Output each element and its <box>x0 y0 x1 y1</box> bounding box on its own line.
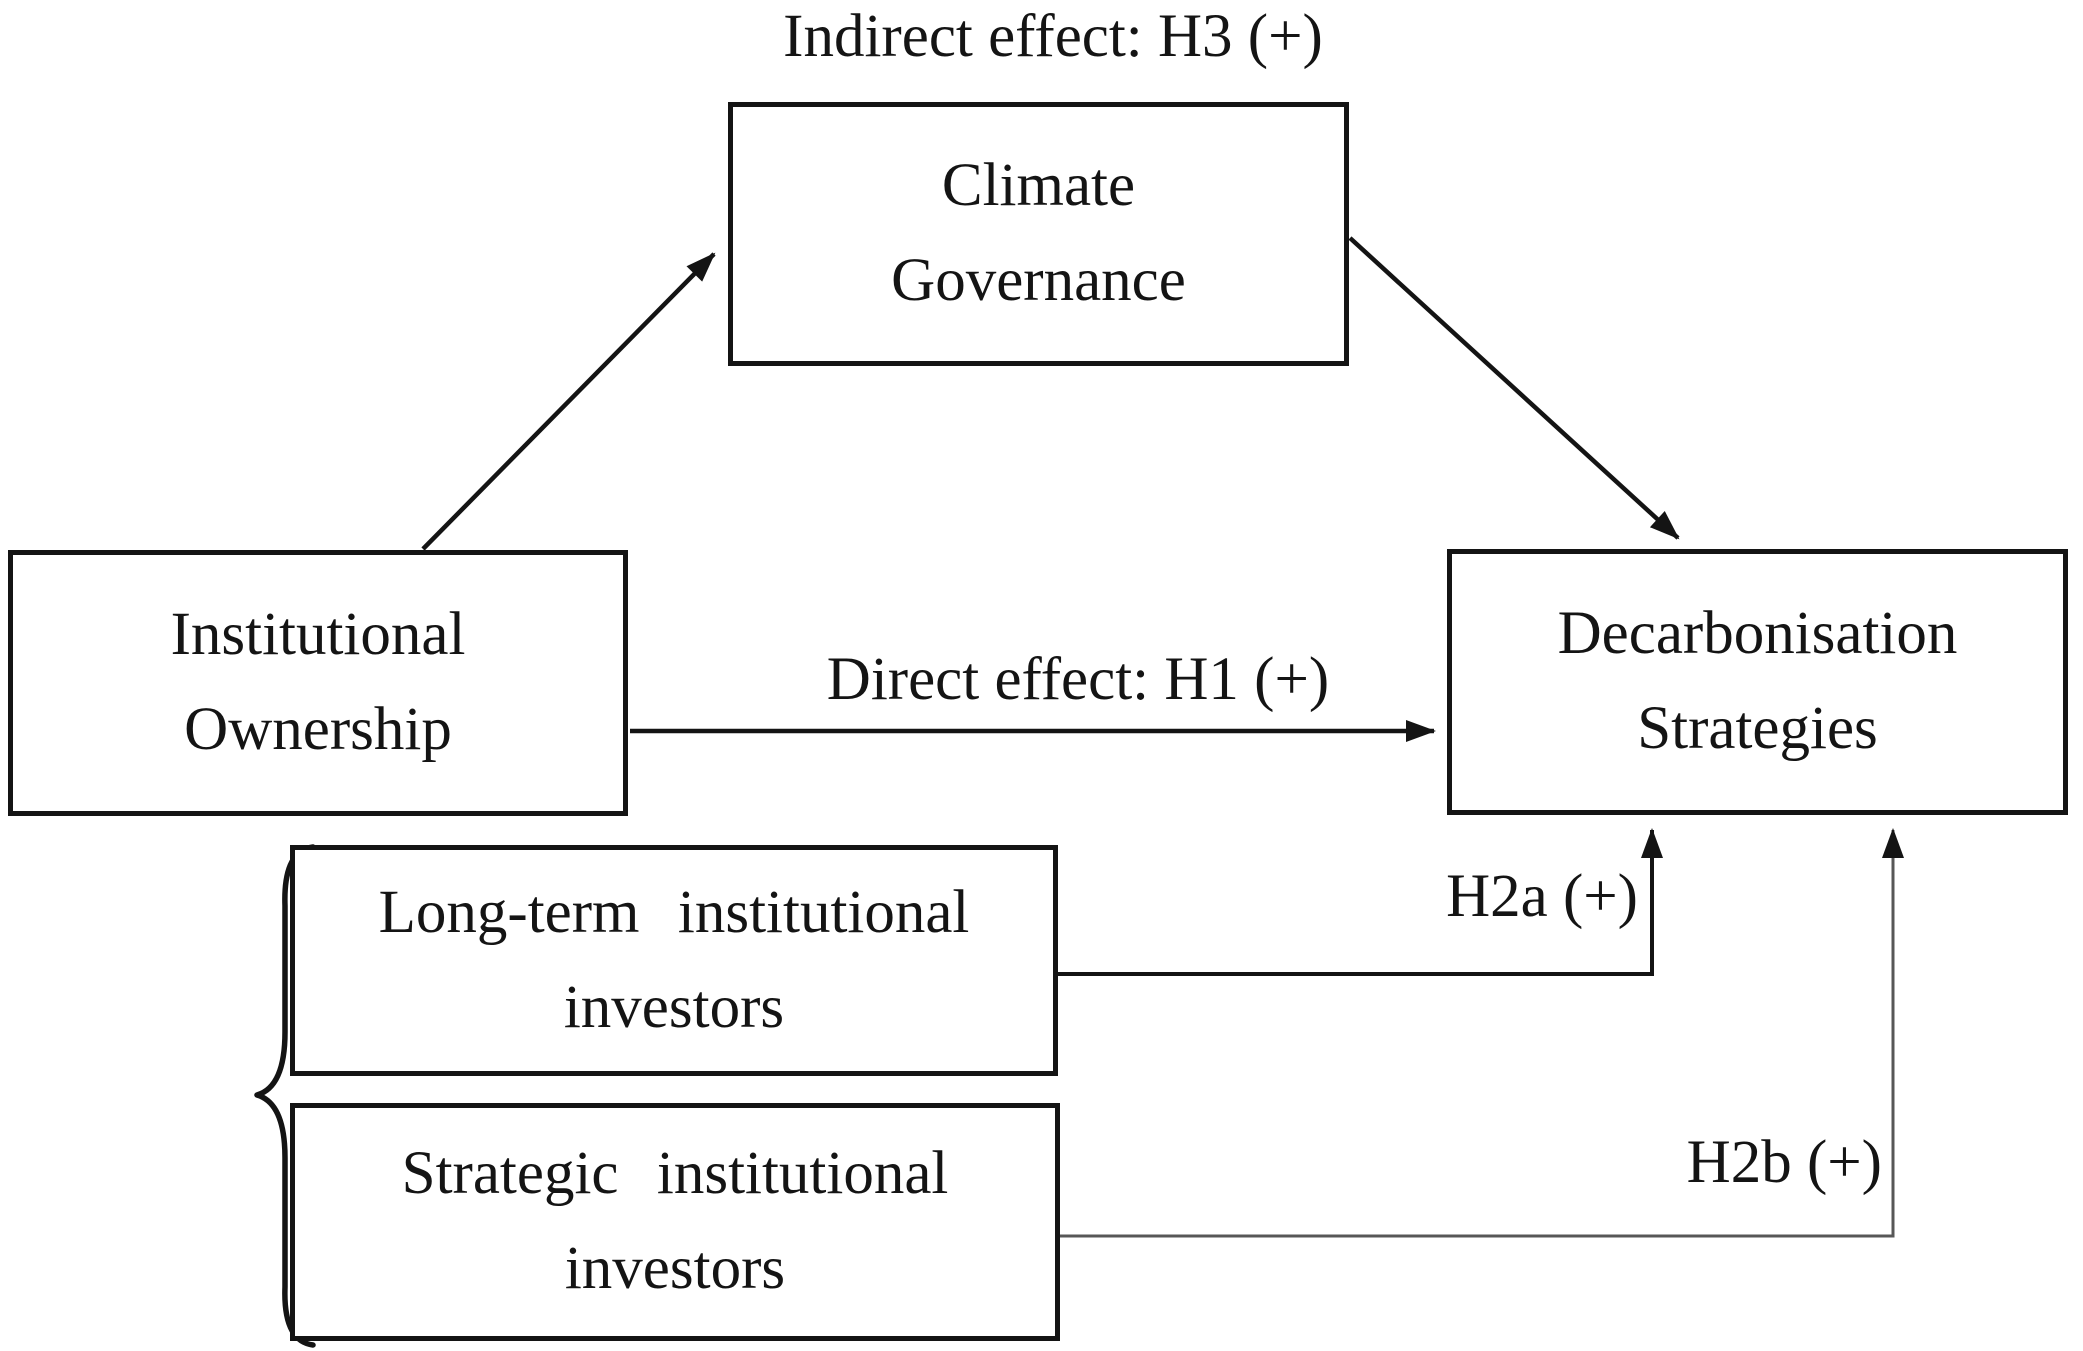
node-climate-governance-label: Climate Governance <box>891 152 1186 314</box>
node-long-term-investors-label: Long-term institutional investors <box>378 878 970 1041</box>
label-direct-effect: Direct effect: H1 (+) <box>826 646 1330 713</box>
node-institutional-ownership: Institutional Ownership <box>8 550 628 816</box>
node-long-term-investors: Long-term institutional investors <box>290 845 1058 1076</box>
label-indirect-effect: Indirect effect: H3 (+) <box>783 3 1323 70</box>
node-strategic-investors: Strategic institutional investors <box>290 1103 1060 1341</box>
arrow-climate-governance-to-decarbonisation <box>1348 236 1680 540</box>
label-h2a: H2a (+) <box>1446 863 1638 930</box>
grouping-brace <box>254 844 316 1348</box>
node-decarbonisation-strategies: Decarbonisation Strategies <box>1447 549 2068 815</box>
node-climate-governance: Climate Governance <box>728 102 1349 366</box>
label-h2b: H2b (+) <box>1686 1129 1882 1196</box>
node-institutional-ownership-label: Institutional Ownership <box>170 601 466 763</box>
arrow-h2a-longterm-to-decarbonisation <box>1058 828 1663 976</box>
arrow-io-to-climate-governance <box>421 252 716 551</box>
arrow-h2b-strategic-to-decarbonisation <box>1060 828 1904 1238</box>
node-decarbonisation-strategies-label: Decarbonisation Strategies <box>1557 600 1958 762</box>
node-strategic-investors-label: Strategic institutional investors <box>401 1140 949 1302</box>
